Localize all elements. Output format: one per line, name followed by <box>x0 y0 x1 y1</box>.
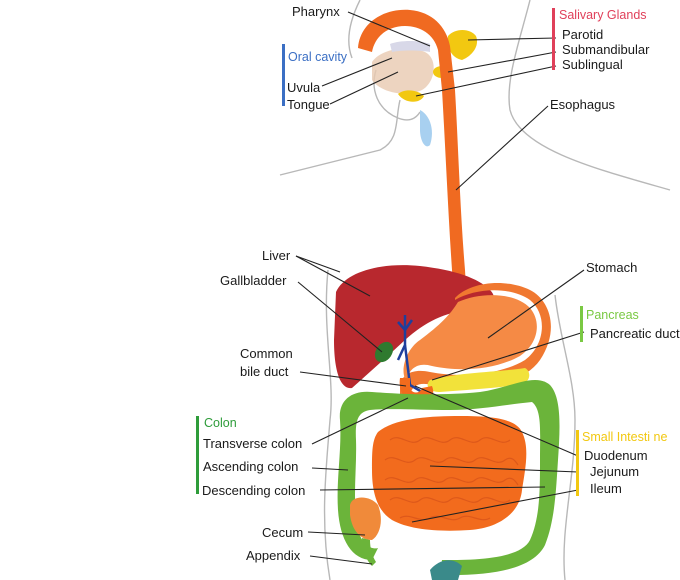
rectum-shape <box>430 560 462 580</box>
appendix-shape <box>362 538 376 566</box>
parotid-gland <box>447 30 478 60</box>
label-tongue: Tongue <box>287 97 330 112</box>
label-pharynx: Pharynx <box>292 4 340 19</box>
label-common-bile-duct-line2: bile duct <box>240 364 289 379</box>
tongue-shape <box>372 48 434 94</box>
uvula-shape <box>390 41 430 52</box>
oral-cavity-header: Oral cavity <box>288 50 348 64</box>
label-duodenum: Duodenum <box>584 448 648 463</box>
liver-shape <box>334 265 494 389</box>
label-parotid: Parotid <box>562 27 604 42</box>
label-jejunum: Jejunum <box>590 464 640 479</box>
label-transverse-colon: Transverse colon <box>203 436 303 451</box>
label-liver: Liver <box>262 248 291 263</box>
body-outline <box>279 0 671 580</box>
label-ileum: Ileum <box>590 481 622 496</box>
label-submandibular: Submandibular <box>562 42 650 57</box>
small-intestine-shape <box>372 416 527 531</box>
small-intestine-header: Small Intesti ne <box>582 430 668 444</box>
cecum-shape <box>350 497 381 540</box>
salivary-bracket <box>552 8 555 70</box>
small-intestine-folds <box>384 437 519 521</box>
label-sublingual: Sublingual <box>562 57 623 72</box>
stomach-shape <box>400 283 551 395</box>
colon-header: Colon <box>204 416 237 430</box>
label-cecum: Cecum <box>262 525 304 540</box>
label-stomach: Stomach <box>586 260 638 275</box>
label-appendix: Appendix <box>246 548 301 563</box>
colon-shape <box>337 380 560 575</box>
label-uvula: Uvula <box>287 80 321 95</box>
stomach-body <box>403 295 537 380</box>
label-common-bile-duct-line1: Common <box>240 346 293 361</box>
throat-shape <box>420 110 432 147</box>
gallbladder-shape <box>374 341 394 363</box>
label-pancreatic-duct: Pancreatic duct <box>590 326 680 341</box>
pancreas-header: Pancreas <box>586 308 639 322</box>
oral-cavity-bracket <box>282 44 285 106</box>
small-intestine-bracket <box>576 430 579 496</box>
label-esophagus: Esophagus <box>550 97 616 112</box>
label-descending-colon: Descending colon <box>202 483 306 498</box>
colon-bracket <box>196 416 199 494</box>
leader-lines <box>295 11 585 565</box>
label-ascending-colon: Ascending colon <box>203 459 299 474</box>
label-gallbladder: Gallbladder <box>220 273 287 288</box>
pancreas-bracket <box>580 306 583 342</box>
salivary-glands-header: Salivary Glands <box>559 8 647 22</box>
sublingual-gland <box>398 90 424 102</box>
pancreas-shape <box>427 368 530 392</box>
